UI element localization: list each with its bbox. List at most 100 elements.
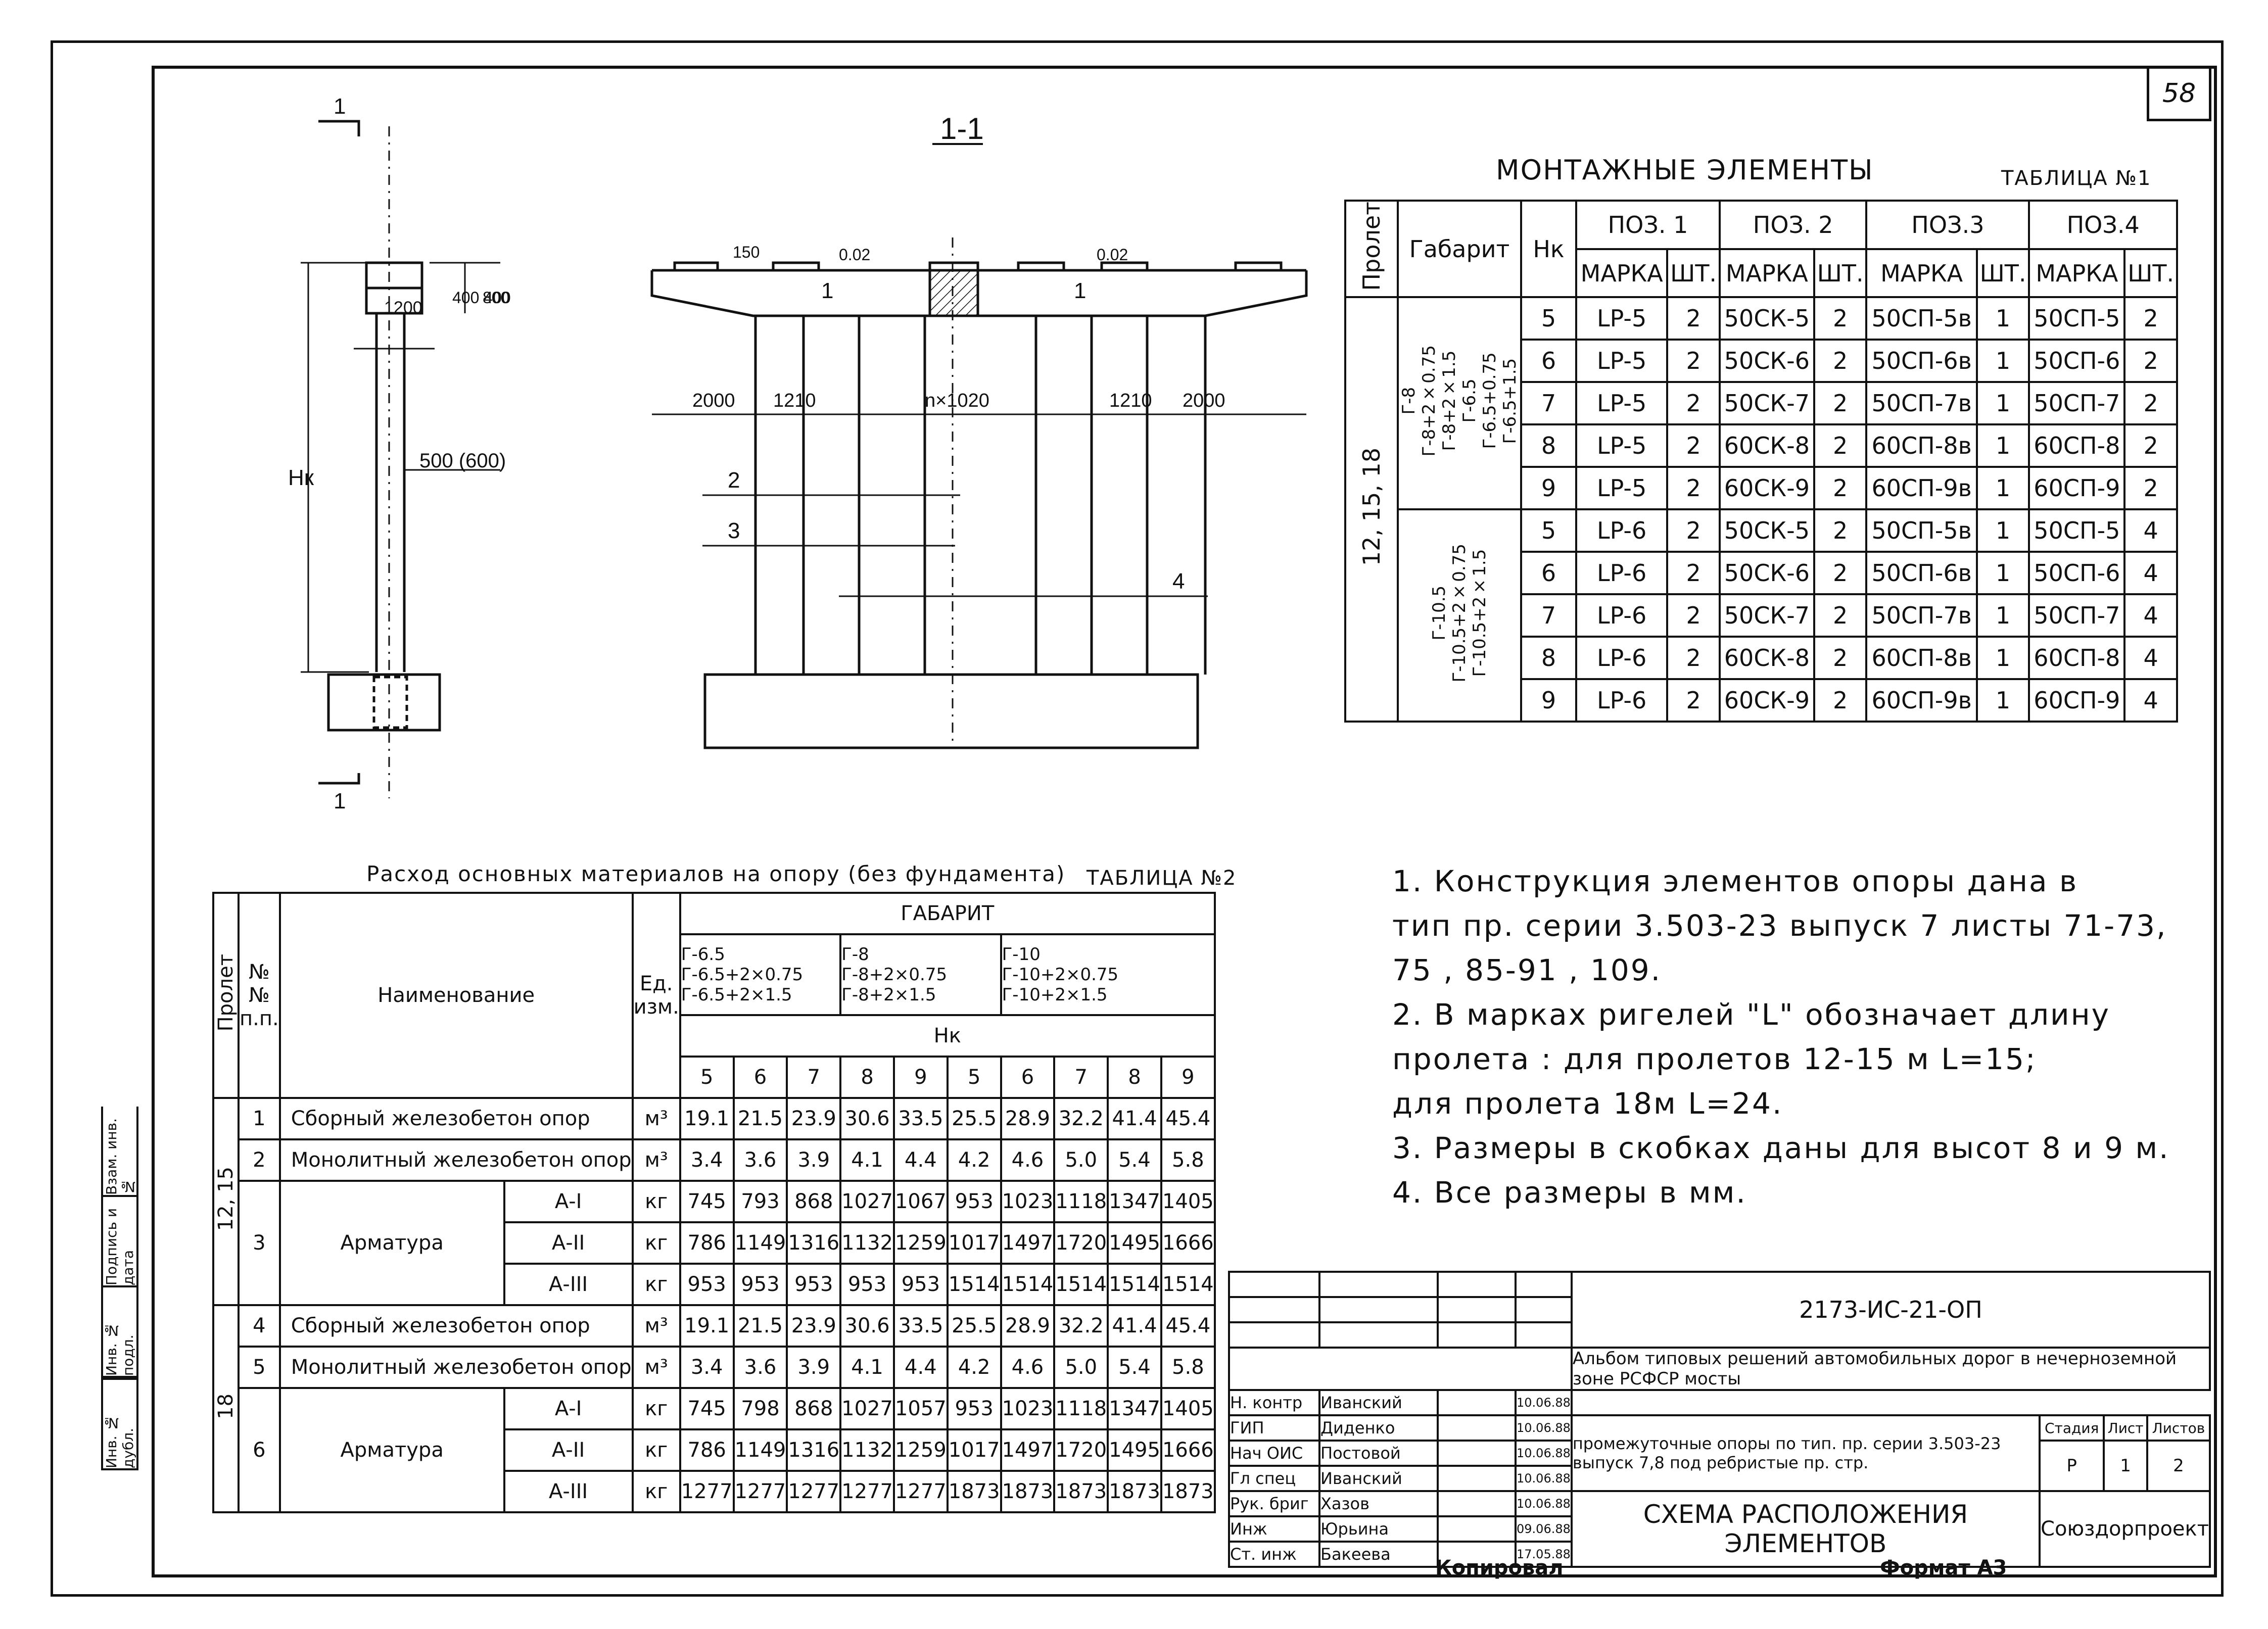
table-cell: 1873 — [1160, 1470, 1216, 1513]
project-value: 12, 15 — [214, 1167, 238, 1231]
table-cell: 1027 — [839, 1387, 895, 1430]
table-cell: 19.1 — [679, 1097, 735, 1140]
table-cell: 60СП-9 — [2028, 466, 2126, 511]
sheet-number: 58 — [2147, 66, 2211, 121]
table-cell: 28.9 — [1000, 1097, 1056, 1140]
table-cell: 9 — [1520, 678, 1577, 723]
table-cell: 2 — [1813, 551, 1868, 596]
table1-title: МОНТАЖНЫЕ ЭЛЕМЕНТЫ — [1496, 154, 1874, 186]
table-cell: 1017 — [946, 1428, 1002, 1472]
th-sht: ШТ. — [1813, 248, 1868, 299]
table-cell: 50СК-7 — [1718, 381, 1815, 426]
table-cell: 2 — [1813, 636, 1868, 681]
table-cell: 1 — [1975, 636, 2030, 681]
hk-value: 7 — [786, 1056, 842, 1099]
th-pos3: ПОЗ.3 — [1865, 200, 2030, 250]
stamp-row: Альбом типовых решений автомобильных дор… — [1228, 1347, 2211, 1391]
table-cell: 50СП-6в — [1865, 551, 1978, 596]
table-cell: 2 — [1666, 593, 1721, 638]
stamp-header: Лист — [2103, 1414, 2148, 1442]
table-cell: 1316 — [786, 1428, 842, 1472]
table-cell: 4.1 — [839, 1138, 895, 1182]
table-cell: 1514 — [1053, 1263, 1109, 1306]
dim-500-600: 500 (600) — [419, 450, 506, 472]
note-line: тип пр. серии 3.503-23 выпуск 7 листы 71… — [1392, 908, 2167, 943]
stamp-signature — [1437, 1515, 1517, 1543]
table-cell: 60СП-9в — [1865, 678, 1978, 723]
stamp-value: 1 — [2103, 1440, 2148, 1492]
table-cell: 1495 — [1107, 1221, 1162, 1265]
table-cell: 19.1 — [679, 1304, 735, 1348]
stamp-role: Ст. инж — [1228, 1541, 1320, 1568]
table-cell: 8 — [1520, 636, 1577, 681]
table-cell: 2 — [1813, 381, 1868, 426]
table-cell: 33.5 — [892, 1304, 949, 1348]
organization: Союздорпроект — [2039, 1490, 2211, 1568]
stamp-date: 17.05.88 — [1515, 1541, 1573, 1568]
stamp-name: Иванский — [1318, 1389, 1439, 1416]
th-sht: ШТ. — [2123, 248, 2178, 299]
table-cell: 2 — [1666, 466, 1721, 511]
table-cell: 8 — [1520, 423, 1577, 468]
leader-3: 3 — [728, 518, 740, 543]
hk-value: 8 — [839, 1056, 895, 1099]
th-project: Пролет — [1358, 202, 1385, 291]
table-cell: 2 — [1666, 636, 1721, 681]
table-cell: 50СП-6 — [2028, 339, 2126, 384]
materials-table: Пролет №№ п.п. Наименование Ед. изм. ГАБ… — [212, 892, 1216, 1513]
th-pos4: ПОЗ.4 — [2028, 200, 2178, 250]
unit: кг — [631, 1428, 681, 1472]
table-cell: 60СК-8 — [1718, 636, 1815, 681]
table-cell: 5.0 — [1053, 1138, 1109, 1182]
th-nn: №№ п.п. — [238, 892, 281, 1099]
table-cell: 1720 — [1053, 1221, 1109, 1265]
th-pos1: ПОЗ. 1 — [1575, 200, 1721, 250]
table-cell: 2 — [2123, 423, 2178, 468]
table-cell: 2 — [1813, 423, 1868, 468]
table-cell: 3.9 — [786, 1346, 842, 1389]
table-cell: 5.8 — [1160, 1346, 1216, 1389]
table-cell: LP-6 — [1575, 551, 1669, 596]
stamp-header: Стадия — [2039, 1414, 2105, 1442]
material-name: Сборный железобетон опор — [278, 1097, 634, 1140]
th-g3: Г-10 Г-10+2×0.75 Г-10+2×1.5 — [1000, 933, 1216, 1016]
table-cell: 33.5 — [892, 1097, 949, 1140]
table-cell: 25.5 — [946, 1097, 1002, 1140]
table-cell: 50СП-6 — [2028, 551, 2126, 596]
table-cell: 9 — [1520, 466, 1577, 511]
table-cell: 60СП-9в — [1865, 466, 1978, 511]
table-cell: 2 — [2123, 466, 2178, 511]
table-cell: 50СК-6 — [1718, 339, 1815, 384]
table-cell: 50СП-5в — [1865, 296, 1978, 341]
stamp-date: 10.06.88 — [1515, 1389, 1573, 1416]
table-cell: LP-5 — [1575, 466, 1669, 511]
table-cell: 1132 — [839, 1221, 895, 1265]
structure-drawings: 1 1 1-1 1200 400 400 800 500 (600) Нк 15… — [288, 94, 1308, 813]
table-cell: 50СП-5 — [2028, 508, 2126, 553]
stamp-name: Диденко — [1318, 1414, 1439, 1442]
side-stamp-cell: Инв. № дубл. — [101, 1378, 138, 1470]
th-g1: Г-6.5 Г-6.5+2×0.75 Г-6.5+2×1.5 — [679, 933, 842, 1016]
table-cell: LP-5 — [1575, 423, 1669, 468]
note-line: для пролета 18м L=24. — [1392, 1086, 1783, 1121]
table-cell: 953 — [946, 1180, 1002, 1223]
table-cell: 2 — [1813, 339, 1868, 384]
dim-1210-right: 1210 — [1109, 390, 1152, 411]
unit: кг — [631, 1470, 681, 1513]
table-cell: 1 — [1975, 508, 2030, 553]
table-cell: 1067 — [892, 1180, 949, 1223]
hk-value: 5 — [946, 1056, 1002, 1099]
table-cell: 1023 — [1000, 1180, 1056, 1223]
table-cell: 5 — [1520, 508, 1577, 553]
table-cell: 4 — [2123, 636, 2178, 681]
